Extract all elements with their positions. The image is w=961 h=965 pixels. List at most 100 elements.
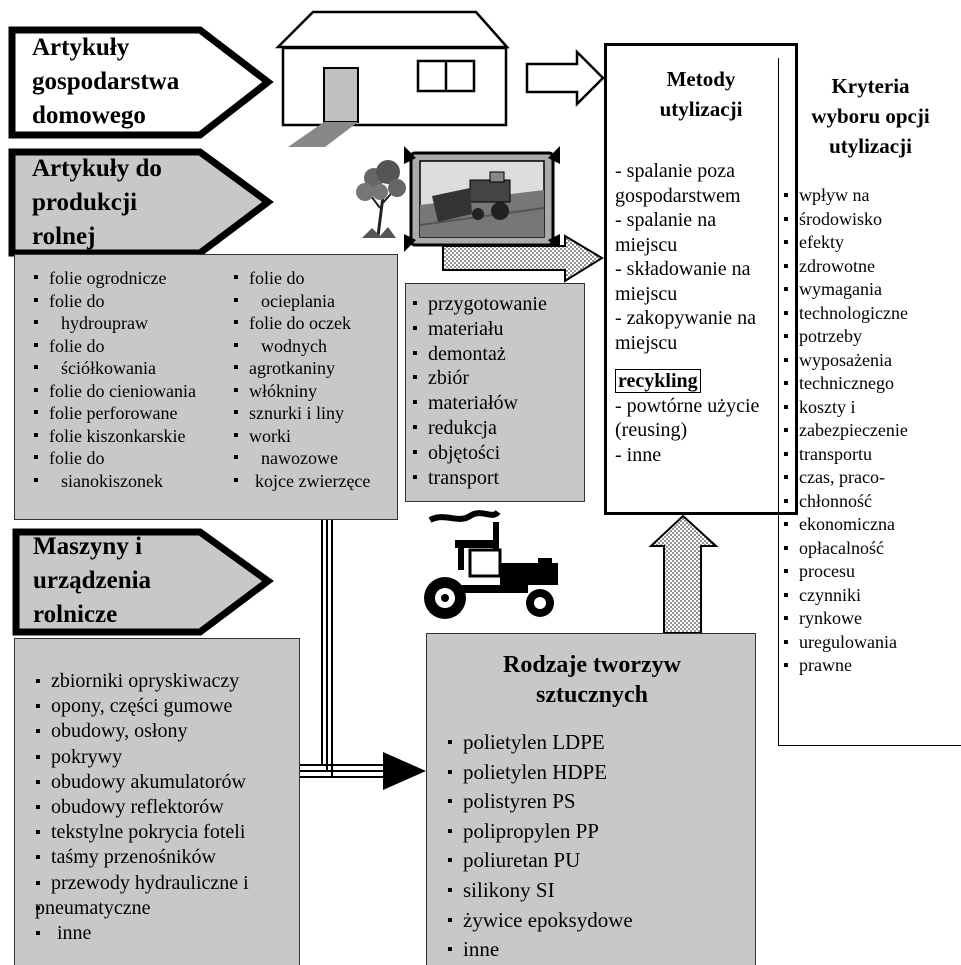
tractor-icon — [424, 509, 558, 619]
process-list: przygotowanie materiału demontaż zbiór m… — [412, 292, 582, 490]
process-box: przygotowanie materiału demontaż zbiór m… — [405, 283, 585, 502]
machines-header-shape — [12, 528, 274, 636]
list-item: sznurki i liny — [233, 402, 399, 425]
list-item: folie kiszonkarskie — [33, 425, 243, 448]
list-item: poliuretan PU — [447, 846, 747, 876]
tree-icon — [356, 160, 406, 238]
list-item: transportu — [783, 443, 961, 467]
criteria-title: Kryteria wyboru opcji utylizacji — [811, 74, 930, 158]
household-arrow — [525, 48, 605, 108]
agri-list-left: folie ogrodnicze folie do hydroupraw fol… — [33, 267, 243, 492]
list-item: ściółkowania — [33, 357, 243, 380]
list-item: czas, praco- — [783, 466, 961, 490]
methods-line: miejscu — [615, 233, 678, 256]
list-item: folie do — [33, 447, 243, 470]
household-header: Artykuły gospodarstwa domowego — [32, 34, 180, 129]
list-item: pneumatyczne — [35, 896, 301, 921]
list-item: ekonomiczna — [783, 513, 961, 537]
list-item: polietylen LDPE — [447, 728, 747, 758]
plastics-arrow — [648, 514, 719, 634]
machines-items-box: zbiorniki opryskiwaczy opony, części gum… — [14, 638, 300, 965]
list-item: koszty i — [783, 396, 961, 420]
house-icon — [274, 10, 510, 147]
list-item: kojce zwierzęce — [233, 470, 399, 493]
plastics-list: polietylen LDPE polietylen HDPE polistyr… — [447, 728, 747, 965]
methods-line: miejscu — [615, 331, 678, 354]
list-item: zabezpieczenie — [783, 419, 961, 443]
list-item: folie ogrodnicze — [33, 267, 243, 290]
list-item: ocieplania — [233, 290, 399, 313]
criteria-list: wpływ na środowisko efekty zdrowotne wym… — [783, 184, 961, 678]
list-item: polistyren PS — [447, 787, 747, 817]
list-item: przewody hydrauliczne i — [35, 871, 301, 896]
methods-line: - spalanie poza — [615, 160, 735, 182]
list-item: folie do — [33, 335, 243, 358]
agri-header-shape — [8, 148, 274, 257]
list-item: rynkowe — [783, 607, 961, 631]
list-item: tekstylne pokrycia foteli — [35, 820, 301, 845]
list-item: agrotkaniny — [233, 357, 399, 380]
list-item: technologiczne — [783, 302, 961, 326]
list-item: technicznego — [783, 372, 961, 396]
list-item: inne — [35, 921, 301, 946]
list-item: folie do oczek — [233, 312, 399, 335]
methods-line: - składowanie na — [615, 258, 751, 280]
list-item: nawozowe — [233, 447, 399, 470]
list-item: redukcja — [412, 416, 582, 441]
list-item: żywice epoksydowe — [447, 906, 747, 936]
list-item: materiałów — [412, 391, 582, 416]
list-item: potrzeby — [783, 325, 961, 349]
methods-line: - powtórne użycie — [615, 394, 760, 417]
list-item: wymagania — [783, 278, 961, 302]
household-header-shape — [8, 26, 274, 139]
list-item: przygotowanie — [412, 292, 582, 317]
agri-items-box: folie ogrodnicze folie do hydroupraw fol… — [14, 254, 398, 520]
list-item: worki — [233, 425, 399, 448]
agri-header: Artykuły do produkcji rolnej — [32, 155, 162, 250]
methods-line: gospodarstwem — [615, 184, 741, 207]
connector-lines — [300, 519, 426, 790]
list-item: demontaż — [412, 342, 582, 367]
plastics-box: Rodzaje tworzyw sztucznych polietylen LD… — [426, 633, 756, 965]
list-item: prawne — [783, 654, 961, 678]
harvester-icon — [404, 146, 560, 252]
list-item: wpływ na — [783, 184, 961, 208]
list-item: opłacalność — [783, 537, 961, 561]
list-item: zbiorniki opryskiwaczy — [35, 669, 301, 694]
list-item: zdrowotne — [783, 255, 961, 279]
methods-line: - inne — [615, 443, 662, 466]
list-item: folie do — [33, 290, 243, 313]
methods-title: Metody utylizacji — [659, 67, 743, 121]
list-item: obudowy reflektorów — [35, 795, 301, 820]
list-item: opony, części gumowe — [35, 694, 301, 719]
agri-list-right: folie do ocieplania folie do oczek wodny… — [233, 267, 399, 492]
list-item: środowisko — [783, 208, 961, 232]
methods-list: - spalanie poza gospodarstwem - spalanie… — [615, 159, 797, 467]
list-item: folie do cieniowania — [33, 380, 243, 403]
list-item: sianokiszonek — [33, 470, 243, 493]
machines-list: zbiorniki opryskiwaczy opony, części gum… — [35, 669, 301, 946]
list-item: efekty — [783, 231, 961, 255]
list-item: czynniki — [783, 584, 961, 608]
list-item: uregulowania — [783, 631, 961, 655]
list-item: inne — [447, 935, 747, 965]
list-item: polietylen HDPE — [447, 758, 747, 788]
list-item: materiału — [412, 317, 582, 342]
list-item: polipropylen PP — [447, 817, 747, 847]
methods-box: Metody utylizacji - spalanie poza gospod… — [604, 43, 798, 515]
list-item: objętości — [412, 441, 582, 466]
list-item: hydroupraw — [33, 312, 243, 335]
list-item: procesu — [783, 560, 961, 584]
list-item: obudowy akumulatorów — [35, 770, 301, 795]
list-item: transport — [412, 466, 582, 491]
list-item: silikony SI — [447, 876, 747, 906]
machines-header: Maszyny i urządzenia rolnicze — [33, 533, 152, 628]
methods-line: (reusing) — [615, 419, 688, 441]
recycling-label: recykling — [615, 369, 701, 393]
methods-line: miejscu — [615, 282, 678, 305]
list-item: taśmy przenośników — [35, 845, 301, 870]
methods-line: - spalanie na — [615, 209, 717, 231]
list-item: zbiór — [412, 366, 582, 391]
list-item: pokrywy — [35, 745, 301, 770]
